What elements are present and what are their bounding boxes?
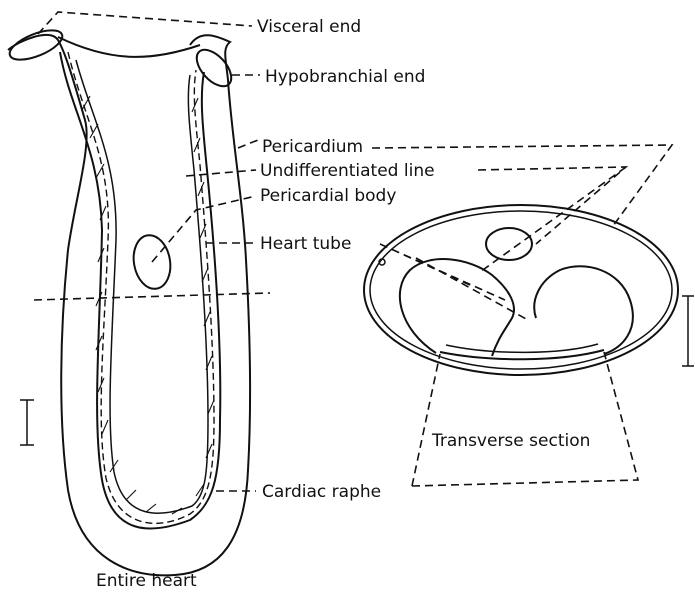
scale-bar-left: [20, 400, 34, 445]
label-visceral-end: Visceral end: [257, 17, 361, 37]
label-undifferentiated-line: Undifferentiated line: [260, 161, 435, 181]
label-cardiac-raphe: Cardiac raphe: [262, 482, 381, 502]
hypobranchial-end-opening: [190, 44, 237, 93]
pericardium-section-inner: [370, 211, 672, 369]
leader-visceral-end: [38, 12, 252, 34]
caption-transverse-section: Transverse section: [431, 431, 590, 451]
transverse-section-figure: [364, 205, 694, 375]
labels: Visceral end Hypobranchial end Pericardi…: [96, 17, 590, 591]
undifferentiated-line: [68, 52, 214, 523]
pericardial-body-section: [486, 228, 532, 260]
label-pericardium: Pericardium: [262, 137, 363, 157]
label-pericardial-body: Pericardial body: [260, 186, 396, 206]
cardiac-raphe-band: [440, 350, 604, 359]
heart-top-curve: [58, 37, 200, 57]
scale-bar-right: [682, 296, 694, 366]
cardiac-raphe-inner: [446, 344, 598, 352]
pericardium-outline: [8, 35, 250, 575]
section-line: [34, 293, 270, 300]
label-heart-tube: Heart tube: [260, 234, 351, 254]
entire-heart-figure: [6, 24, 270, 575]
heart-tube-right-lobe: [534, 266, 633, 354]
label-hypobranchial-end: Hypobranchial end: [265, 67, 425, 87]
heart-tube-left-lobe: [400, 259, 514, 356]
leader-cardiac-raphe: [216, 352, 638, 491]
raphe-hatching: [82, 96, 214, 514]
visceral-end-opening: [6, 24, 66, 65]
caption-entire-heart: Entire heart: [96, 571, 197, 591]
